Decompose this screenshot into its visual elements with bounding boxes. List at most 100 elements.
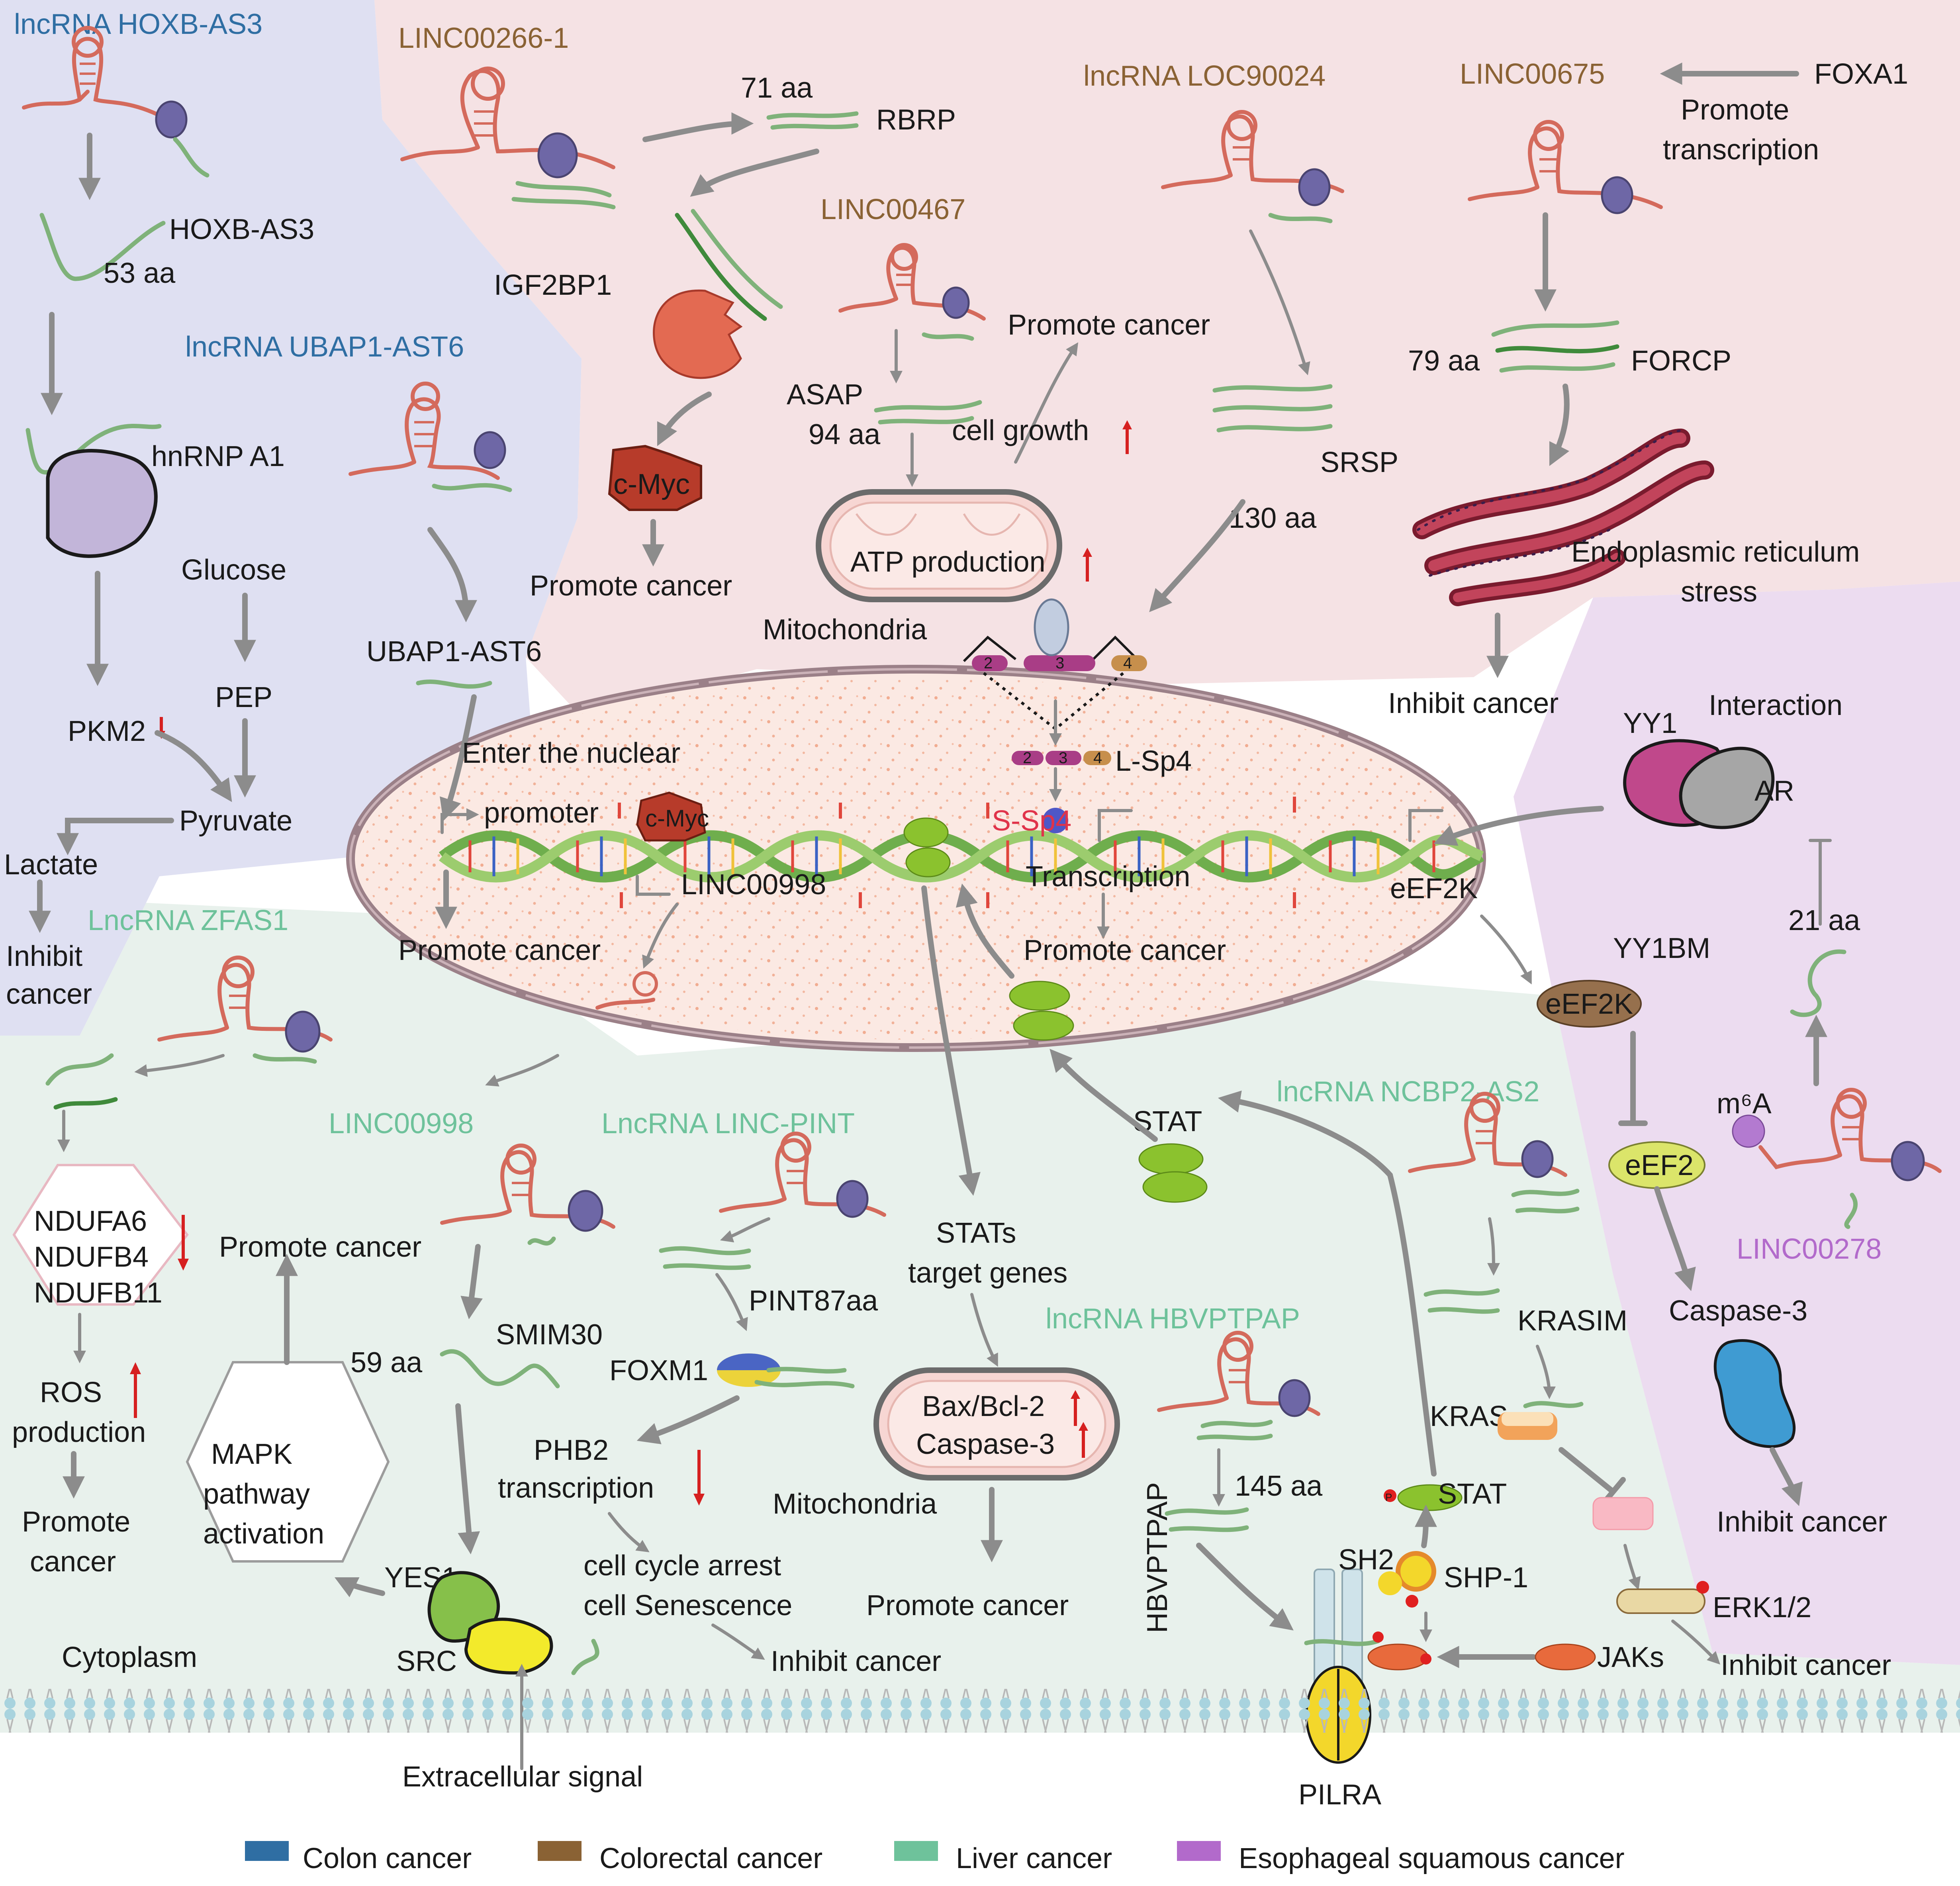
m6a-label: m⁶A: [1717, 1088, 1772, 1120]
mapk-label-1: MAPK: [211, 1438, 292, 1470]
er-stress-2: stress: [1681, 576, 1757, 608]
hoxb-as3-group: lncRNA HOXB-AS3 HOXB-AS3 53 aa hnRNP A1 …: [4, 8, 314, 1010]
exon-2-top: 2: [984, 654, 993, 672]
ssp4-label: S-Sp4: [992, 805, 1071, 837]
inhibit-cancer-675: Inhibit cancer: [1388, 687, 1559, 719]
inhibit-cancer-colon-1: Inhibit: [6, 940, 82, 972]
srsp-length-label: 130 aa: [1229, 502, 1317, 534]
eef2k-cyto-label: eEF2K: [1545, 988, 1633, 1020]
promote-transcription-2: transcription: [1663, 134, 1819, 166]
pilra-label: PILRA: [1298, 1779, 1381, 1811]
jaks-label: JAKs: [1597, 1641, 1664, 1673]
stat-low-label: STAT: [1438, 1478, 1507, 1510]
smim30-length-label: 59 aa: [350, 1347, 423, 1379]
ar-shape: [1679, 746, 1775, 829]
legend-item-colon: Colon cancer: [245, 1841, 472, 1874]
glucose-label: Glucose: [181, 554, 286, 586]
caspase-escc-shape: [1713, 1339, 1796, 1448]
cell-cycle-label-2: cell Senescence: [583, 1590, 792, 1622]
ndufa6-label: NDUFA6: [34, 1205, 147, 1237]
ncbp-title: lncRNA NCBP2-AS2: [1277, 1076, 1539, 1108]
legend-label-escc: Esophageal squamous cancer: [1239, 1843, 1625, 1874]
inhibit-cancer-colon-2: cancer: [6, 978, 92, 1010]
linc467-title: LINC00467: [820, 194, 965, 225]
mitochondria-top: [816, 489, 1062, 602]
hbv-title: lncRNA HBVPTPAP: [1046, 1303, 1300, 1335]
zfas-title: LncRNA ZFAS1: [88, 905, 288, 936]
linc00467-group: LINC00467 ASAP 94 aa Promote cancer cell…: [763, 194, 1210, 646]
cell-cycle-label-1: cell cycle arrest: [583, 1550, 781, 1582]
zfas1-group: LncRNA ZFAS1 NDUFA6 NDUFB4 NDUFB11 ROS p…: [12, 905, 333, 1578]
promote-zfas-1: Promote: [22, 1506, 130, 1538]
mitochondria-bottom: [873, 1367, 1120, 1481]
pkm2-label: PKM2: [68, 715, 146, 747]
cmyc-shape: [608, 445, 702, 511]
yy1-label: YY1: [1623, 707, 1677, 739]
igf2bp1-label: IGF2BP1: [494, 269, 612, 301]
interaction-label: Interaction: [1709, 689, 1843, 721]
legend-label-colon: Colon cancer: [303, 1843, 472, 1874]
linc266-title: LINC00266-1: [398, 22, 569, 54]
ndufb4-label: NDUFB4: [34, 1241, 149, 1273]
ros-label-1: ROS: [40, 1377, 102, 1408]
loc90024-group: lncRNA LOC90024 SRSP 130 aa: [1083, 60, 1398, 612]
promoter-label: promoter: [484, 797, 599, 829]
mapk-hexagon: [186, 1361, 390, 1563]
foxa1-label: FOXA1: [1814, 58, 1908, 90]
cmyc-label: c-Myc: [613, 468, 690, 500]
stats-group: STATs target genes Bax/Bcl-2 Caspase-3 M…: [773, 1049, 1208, 1622]
kras-label: KRAS: [1430, 1400, 1508, 1432]
ndufb11-label: NDUFB11: [34, 1277, 163, 1309]
legend-label-colorectal: Colorectal cancer: [599, 1843, 822, 1874]
ros-label-2: production: [12, 1416, 146, 1448]
pint87-label: PINT87aa: [749, 1285, 878, 1317]
linc998-nuclear-label: LINC00998: [681, 869, 826, 901]
hbv-length-label: 145 aa: [1235, 1470, 1323, 1502]
mapk-label-3: activation: [203, 1518, 324, 1550]
legend: Colon cancer Colorectal cancer Liver can…: [245, 1841, 1625, 1874]
legend-item-liver: Liver cancer: [894, 1841, 1112, 1874]
forcp-label: FORCP: [1631, 345, 1731, 377]
dna-helix: [439, 797, 1484, 908]
rbrp-length-label: 71 aa: [741, 72, 813, 104]
phb2-label-2: transcription: [498, 1472, 654, 1504]
eef2k-nuclear-label: eEF2K: [1390, 873, 1478, 905]
hoxb-length-label: 53 aa: [104, 257, 176, 289]
eef2-label: eEF2: [1625, 1150, 1694, 1181]
promote-cancer-cmyc: Promote cancer: [530, 570, 732, 602]
pyruvate-label: Pyruvate: [179, 805, 292, 837]
igf2bp1-shape: [653, 289, 743, 379]
linc675-title: LINC00675: [1460, 58, 1605, 90]
promote-cancer-nuclear-2: Promote cancer: [1024, 934, 1226, 966]
cytoplasm-label: Cytoplasm: [62, 1641, 197, 1673]
nduf-hexagon: [12, 1164, 189, 1306]
pep-label: PEP: [215, 682, 272, 713]
promote-cancer-467: Promote cancer: [1008, 309, 1210, 341]
stats-label-1: STATs: [936, 1217, 1016, 1249]
exon-3-mid: 3: [1059, 749, 1067, 767]
transcription-label: Transcription: [1026, 861, 1190, 893]
linc00998-group: MAPK pathway activation Promote cancer L…: [62, 1054, 643, 1793]
legend-item-escc: Esophageal squamous cancer: [1177, 1841, 1625, 1874]
ubap-peptide-label: UBAP1-AST6: [366, 636, 542, 668]
ubap-title: lncRNA UBAP1-AST6: [185, 331, 464, 363]
bax-label: Bax/Bcl-2: [922, 1391, 1045, 1422]
inhibit-cancer-erk: Inhibit cancer: [1721, 1649, 1891, 1681]
hbv-peptide-label: HBVPTPAP: [1142, 1482, 1173, 1633]
ar-label: AR: [1754, 775, 1794, 807]
length-21-label: 21 aa: [1788, 905, 1860, 936]
escc-group: YY1 Interaction AR 21 aa YY1BM eEF2K eEF…: [1433, 689, 1942, 1538]
shp1-label: SHP-1: [1444, 1562, 1528, 1594]
promote-cancer-mapk: Promote cancer: [219, 1231, 421, 1263]
mitochondria-bottom-label: Mitochondria: [773, 1488, 937, 1520]
linc00675-group: LINC00675 FOXA1 Promote transcription 79…: [1388, 58, 1908, 719]
exon-3-top: 3: [1055, 654, 1064, 672]
er-shape: [1412, 429, 1714, 606]
hoxb-title: lncRNA HOXB-AS3: [14, 8, 262, 40]
er-stress-1: Endoplasmic reticulum: [1571, 536, 1860, 568]
promote-cancer-nuclear: Promote cancer: [398, 934, 601, 966]
sh2-label: SH2: [1338, 1544, 1394, 1576]
forcp-length-label: 79 aa: [1408, 345, 1480, 377]
loc-title: lncRNA LOC90024: [1083, 60, 1326, 92]
